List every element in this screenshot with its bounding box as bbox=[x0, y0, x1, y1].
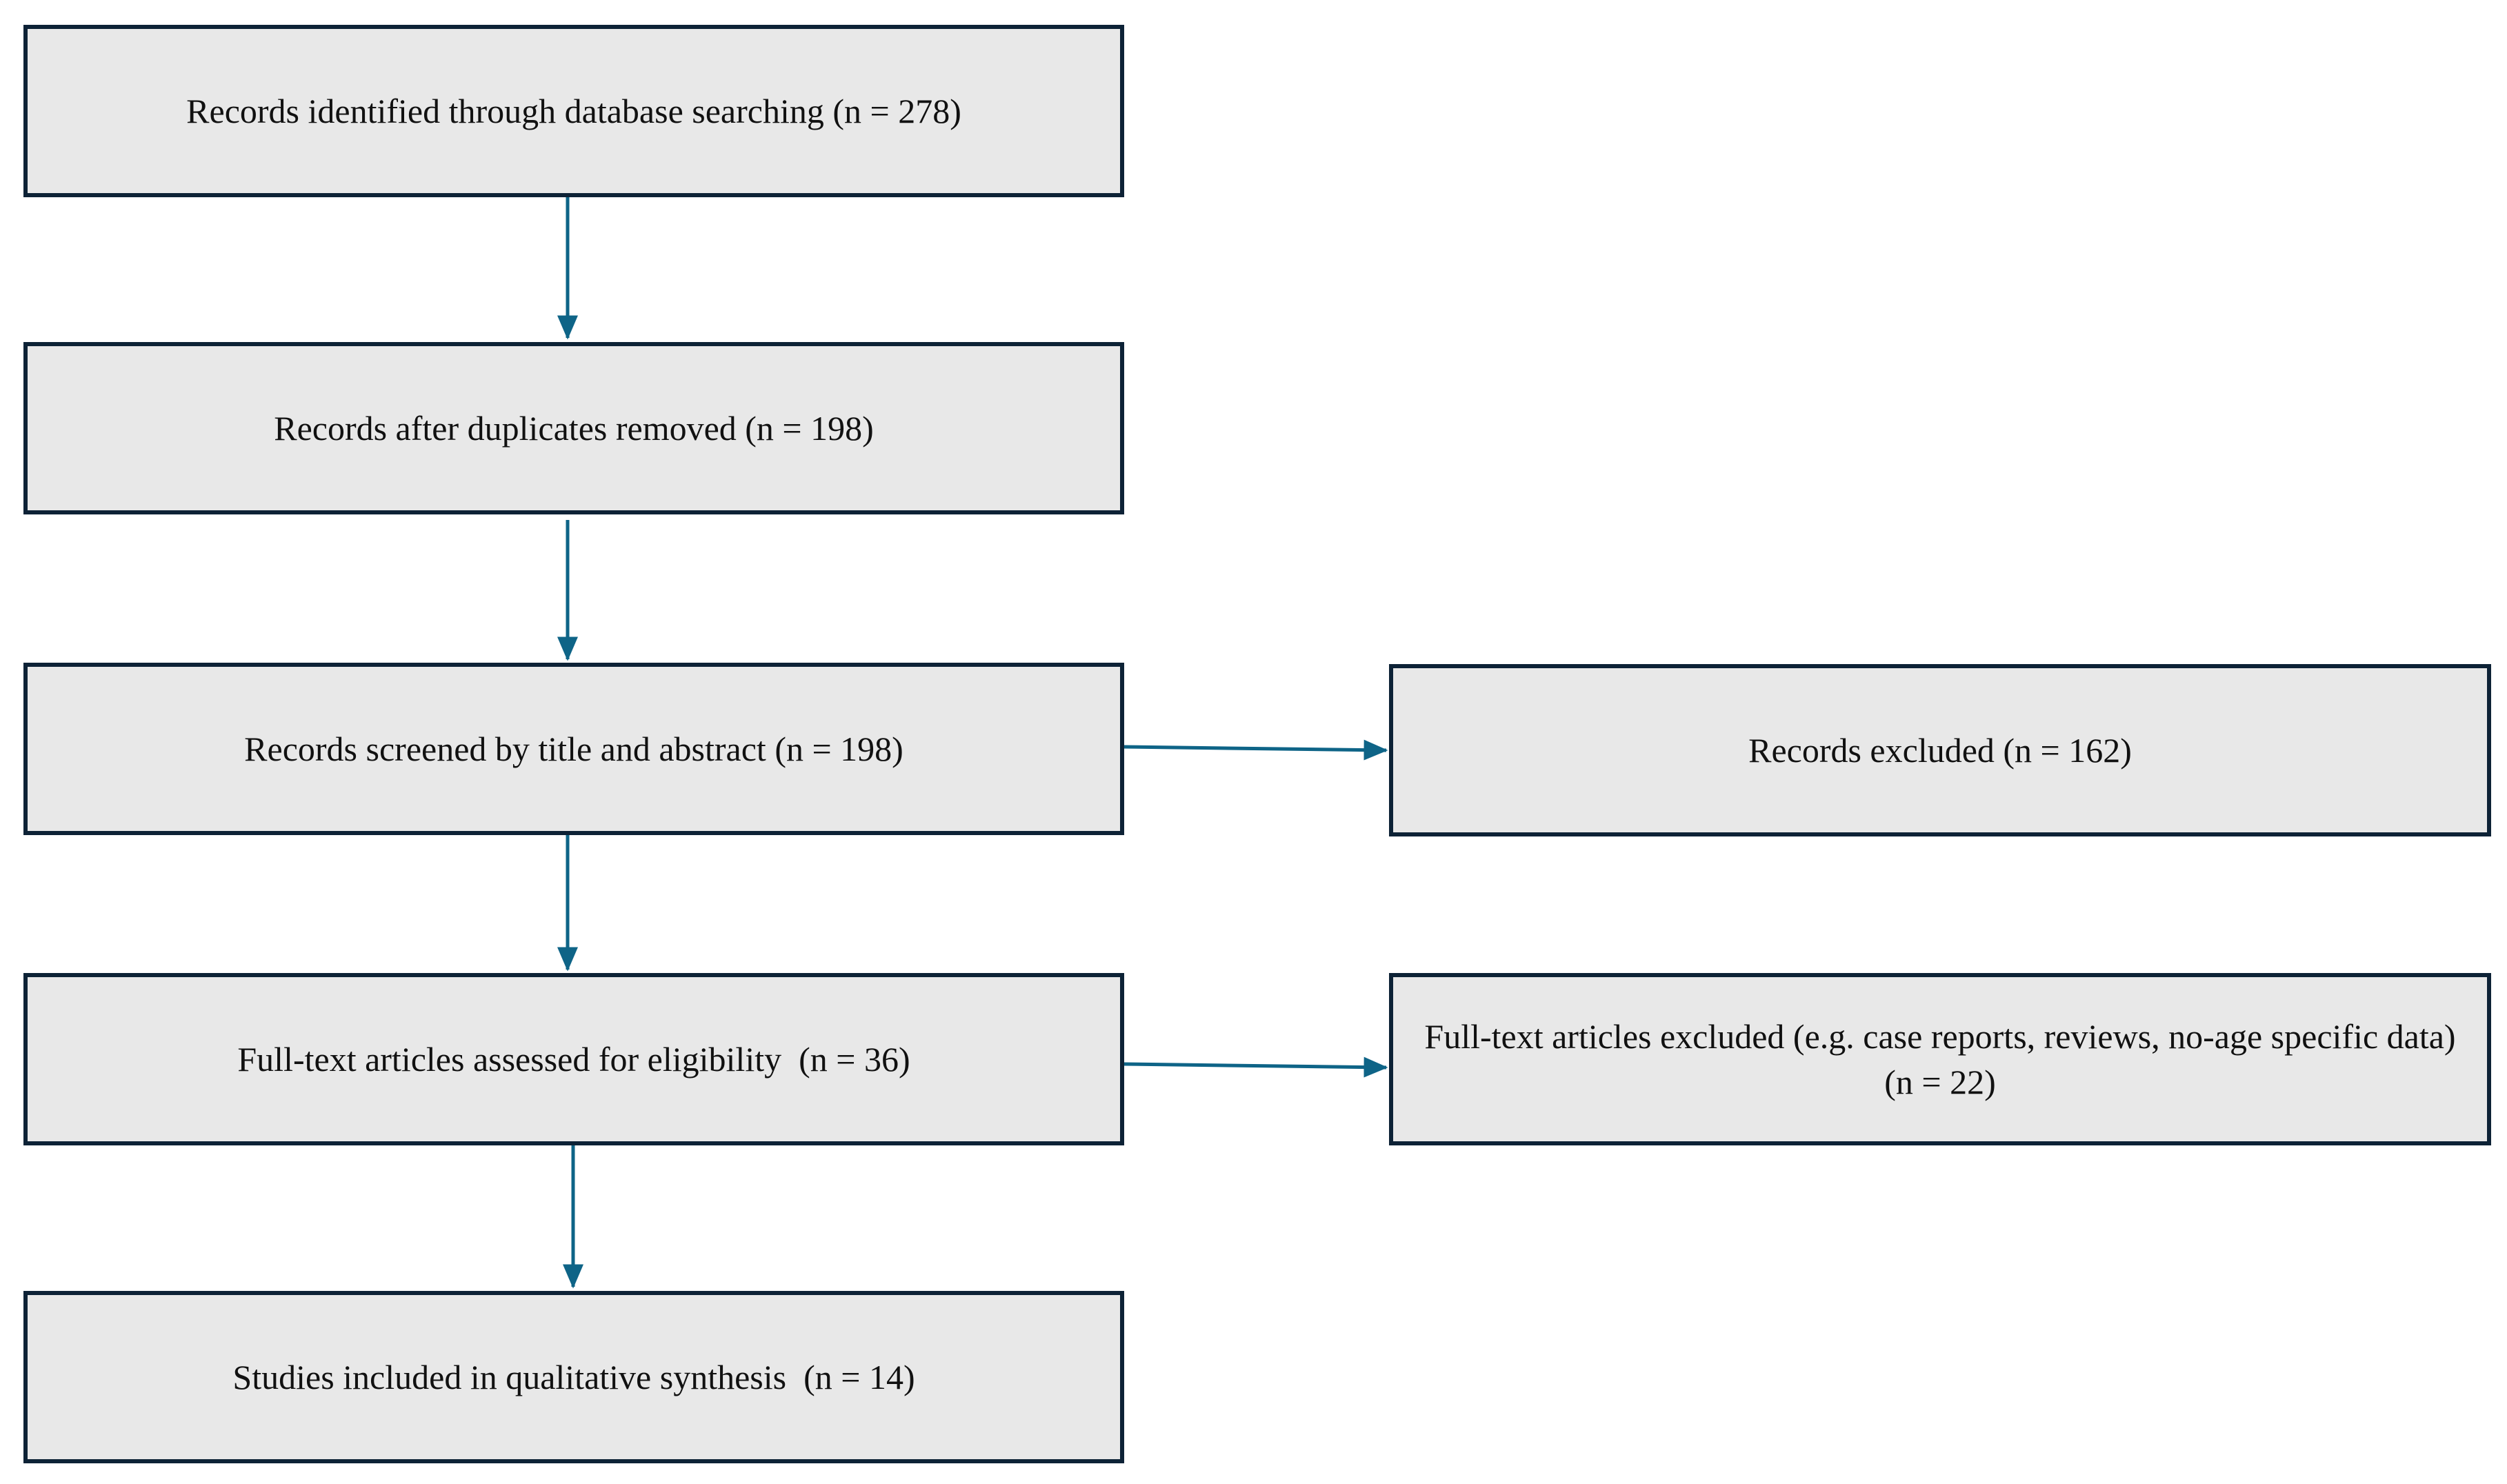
step-label: Records screened by title and abstract (… bbox=[244, 730, 903, 768]
step-label: Full-text articles assessed for eligibil… bbox=[237, 1040, 910, 1079]
step-fulltext-assessed: Full-text articles assessed for eligibil… bbox=[23, 973, 1124, 1145]
exclusion-fulltext-excluded: Full-text articles excluded (e.g. case r… bbox=[1389, 973, 2491, 1145]
step-label: Records after duplicates removed (n = 19… bbox=[274, 409, 874, 448]
step-studies-included: Studies included in qualitative synthesi… bbox=[23, 1291, 1124, 1463]
step-records-screened: Records screened by title and abstract (… bbox=[23, 663, 1124, 835]
exclusion-label: Records excluded (n = 162) bbox=[1748, 731, 2132, 770]
step-duplicates-removed: Records after duplicates removed (n = 19… bbox=[23, 342, 1124, 514]
exclusion-label: Full-text articles excluded (e.g. case r… bbox=[1424, 1017, 2465, 1101]
step-label: Records identified through database sear… bbox=[186, 92, 961, 130]
arrow-screened-to-excluded bbox=[1123, 739, 1388, 761]
step-records-identified: Records identified through database sear… bbox=[23, 25, 1124, 197]
exclusion-records-excluded: Records excluded (n = 162) bbox=[1389, 664, 2491, 836]
step-label: Studies included in qualitative synthesi… bbox=[232, 1358, 915, 1396]
arrow-fulltext-to-fulltext-excluded bbox=[1123, 1056, 1388, 1078]
